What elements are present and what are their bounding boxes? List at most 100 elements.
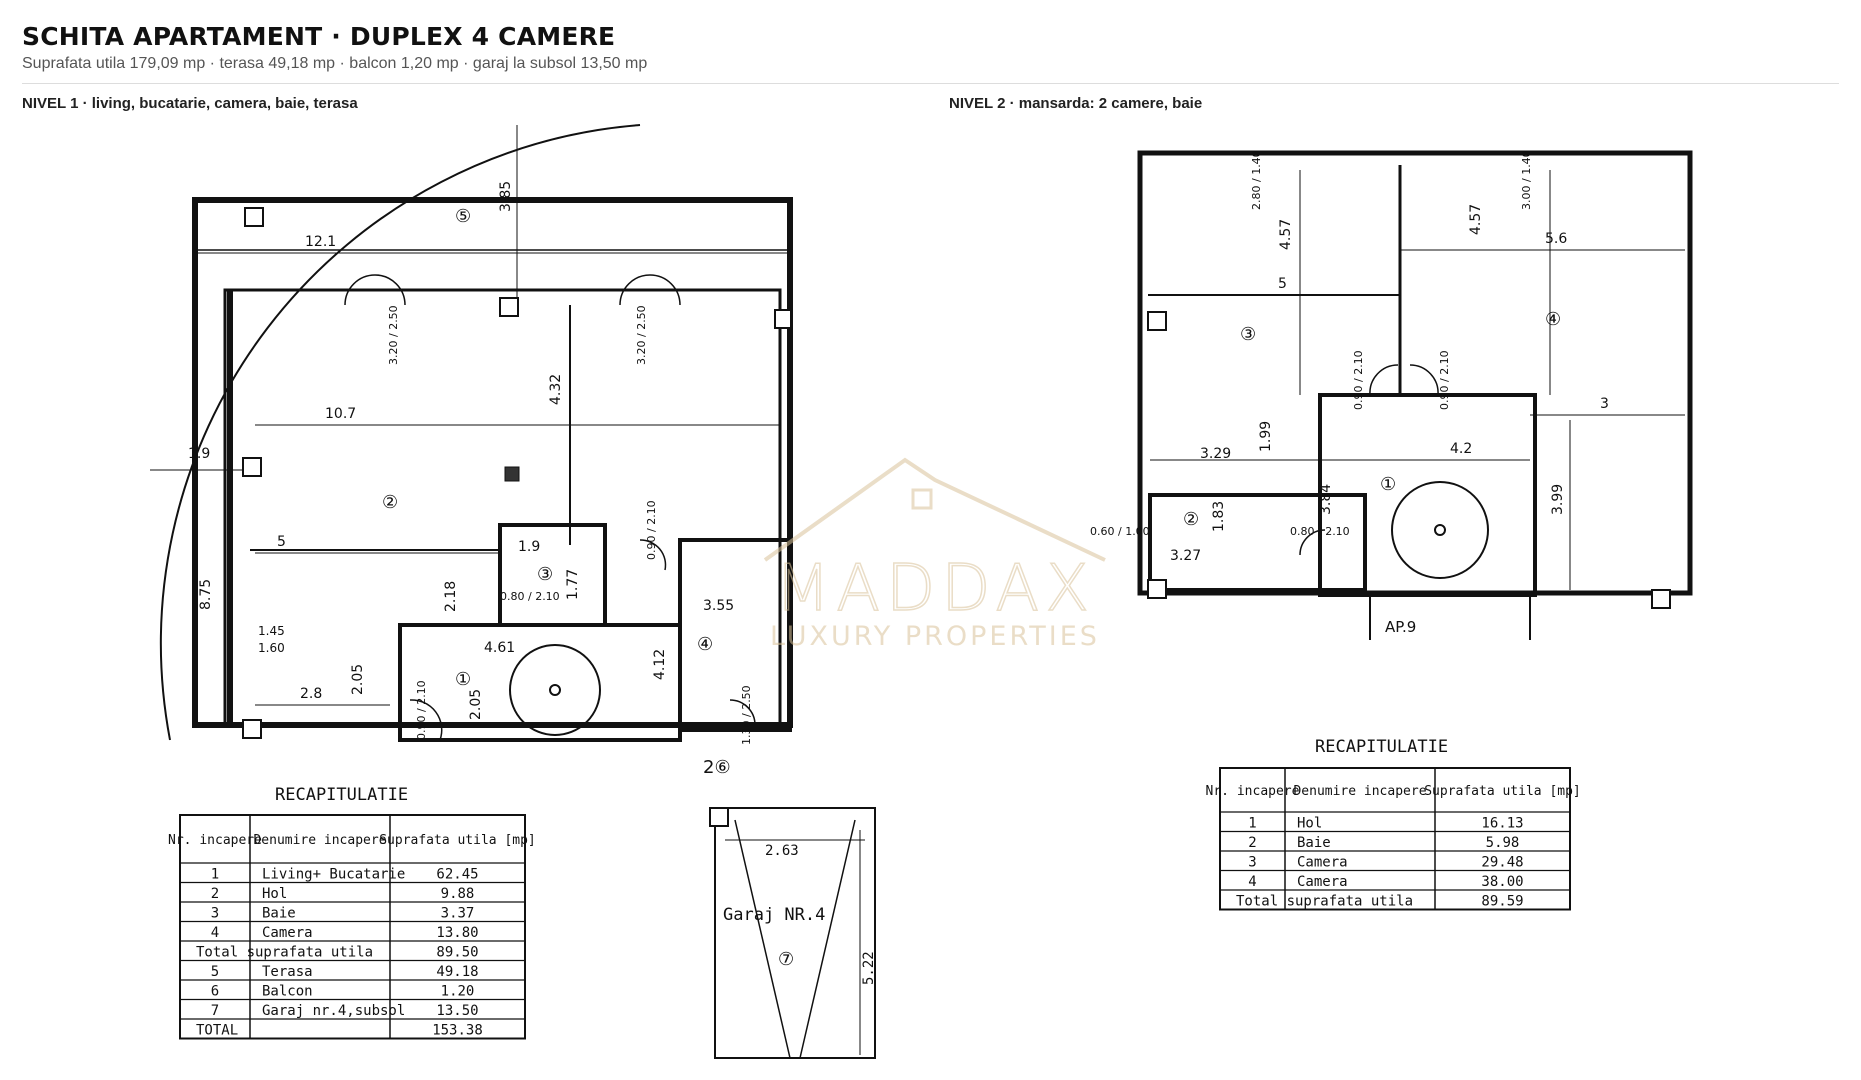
level2-recap-cell: 5.98: [1486, 835, 1520, 851]
l2-door-080-210: 0.80 / 2.10: [1290, 525, 1350, 538]
level2-title: NIVEL 2 · mansarda: 2 camere, baie: [949, 95, 1203, 112]
watermark-logo: MADDAX LUXURY PROPERTIES: [763, 457, 1106, 650]
door-090-210a: 0.90 / 2.10: [645, 500, 658, 560]
dim-1-9b: 1.9: [518, 539, 540, 555]
level1-recap-cell: Terasa: [262, 964, 313, 980]
level1-recap-cell: 9.88: [441, 886, 475, 902]
garage-length: 5.22: [861, 951, 877, 985]
level1-recap-header-cell: Denumire incapere: [253, 833, 386, 848]
l2-dim-4-57b: 4.57: [1468, 204, 1484, 235]
level2-recap-cell: Camera: [1297, 874, 1348, 890]
dim-12-1: 12.1: [305, 234, 336, 250]
level1-recap-cell: 49.18: [436, 964, 478, 980]
level1-recap-cell: 5: [211, 964, 219, 980]
dim-1-60: 1.60: [258, 641, 285, 655]
level2-recap-total-label: Total suprafata utila: [1236, 894, 1413, 910]
level2-recap-total-value: 89.59: [1481, 894, 1523, 910]
door-130-250: 1.30 / 2.50: [740, 685, 753, 745]
level1-inner-wall: [223, 288, 782, 727]
l2-dim-1-99: 1.99: [1258, 421, 1274, 452]
dim-4-32: 4.32: [548, 374, 564, 405]
level1-recap-total-label: TOTAL: [196, 1023, 238, 1039]
door-arc-living-2: [619, 274, 681, 306]
level1-room-labels: ② ① ③ ④ ⑤ 2⑥: [382, 206, 731, 778]
page-title: SCHITA APARTAMENT · DUPLEX 4 CAMERE: [22, 22, 616, 51]
l2-ap-label: AP.9: [1385, 618, 1416, 636]
garage-diag-1: [734, 819, 791, 1059]
l2-dim-4-57a: 4.57: [1278, 219, 1294, 250]
door-arc-room4: [729, 699, 756, 726]
room-label-2: ②: [382, 492, 398, 513]
level1-recap-cell: 3.37: [441, 906, 475, 922]
level1-title: NIVEL 1 · living, bucatarie, camera, bai…: [22, 95, 358, 112]
chimney-mark: [504, 466, 520, 482]
column-3: [774, 309, 792, 329]
level1-plan: [150, 124, 793, 742]
dim-1-77: 1.77: [565, 569, 581, 600]
l2-door-arc-3: [1299, 529, 1326, 556]
level1-recap-cell: 3: [211, 906, 219, 922]
l2-dim-5-6: 5.6: [1545, 231, 1567, 247]
garage-column: [709, 807, 729, 827]
l2-dim-5: 5: [1278, 276, 1287, 292]
l2-column-3: [1651, 589, 1671, 609]
level1-recap-header-cell: Suprafata utila [mp]: [379, 833, 536, 848]
l2-dim-3-27: 3.27: [1170, 548, 1201, 564]
dim-1-9a: 1.9: [188, 446, 210, 462]
l2-dim-3-99: 3.99: [1550, 484, 1566, 515]
level2-recap-cell: 16.13: [1481, 816, 1523, 832]
garage-label: Garaj NR.4: [723, 905, 825, 925]
level1-recap-total-label: Total suprafata utila: [196, 945, 373, 961]
page-subtitle: Suprafata utila 179,09 mp · terasa 49,18…: [22, 55, 648, 72]
l2-room-label-1: ①: [1380, 474, 1396, 495]
room-label-5: ⑤: [455, 206, 471, 227]
level2-recap-cell: 3: [1248, 855, 1256, 871]
l2-dim-4-2: 4.2: [1450, 441, 1472, 457]
level2-recap-cell: Baie: [1297, 835, 1331, 851]
level2-recap-cell: 29.48: [1481, 855, 1523, 871]
level2-dimensions: 5 4.57 4.57 5.6 3 4.2 3.29 1.99 3.84 3.9…: [1090, 150, 1609, 636]
dim-1-45: 1.45: [258, 624, 285, 638]
level1-recap-cell: 13.80: [436, 925, 478, 941]
page-header: SCHITA APARTAMENT · DUPLEX 4 CAMERE Supr…: [22, 22, 1839, 73]
l2-column-2: [1147, 579, 1167, 599]
column-2: [499, 297, 519, 317]
l2-room-label-3: ③: [1240, 324, 1256, 345]
l2-door-090-210a: 0.90 / 2.10: [1352, 350, 1365, 410]
header-divider: [22, 83, 1839, 84]
level1-recap-cell: 1.20: [441, 984, 475, 1000]
dim-10-7: 10.7: [325, 406, 356, 422]
watermark-roof-icon: [763, 457, 1106, 562]
l2-door-090-210b: 0.90 / 2.10: [1438, 350, 1451, 410]
level2-plan: [1137, 150, 1693, 640]
garage-diag-2: [799, 819, 856, 1059]
l2-dim-1-83: 1.83: [1211, 501, 1227, 532]
door-arc-bath: [639, 539, 667, 571]
l2-door-060-100: 0.60 / 1.00: [1090, 525, 1150, 538]
dim-5: 5: [277, 534, 286, 550]
dim-4-12: 4.12: [652, 649, 668, 680]
room4-walls: [678, 538, 792, 732]
spiral-stair-2: [1391, 481, 1489, 579]
level2-recap-cell: 4: [1248, 874, 1256, 890]
level1-recap-cell: 13.50: [436, 1003, 478, 1019]
level2-room-labels: ③ ④ ① ②: [1183, 309, 1561, 530]
l2-hall-walls: [1318, 393, 1537, 597]
column-5: [244, 207, 264, 227]
door-arc-living-1: [344, 274, 406, 306]
l2-door-arc-1: [1369, 364, 1399, 396]
spiral-stair-2-core: [1434, 524, 1446, 536]
dim-3-55: 3.55: [703, 598, 734, 614]
level1-recap-cell: 62.45: [436, 867, 478, 883]
dim-3-85: 3.85: [498, 181, 514, 212]
level2-recap-cell: Hol: [1297, 816, 1322, 832]
dim-2-8: 2.8: [300, 686, 322, 702]
l2-room-label-2: ②: [1183, 509, 1199, 530]
level1-dimensions: 12.1 3.85 1.9 10.7 4.32 5 8.75 1.45 1.60…: [188, 181, 753, 745]
level1-recap-cell: 2: [211, 886, 219, 902]
l2-bath-walls: [1148, 493, 1367, 592]
